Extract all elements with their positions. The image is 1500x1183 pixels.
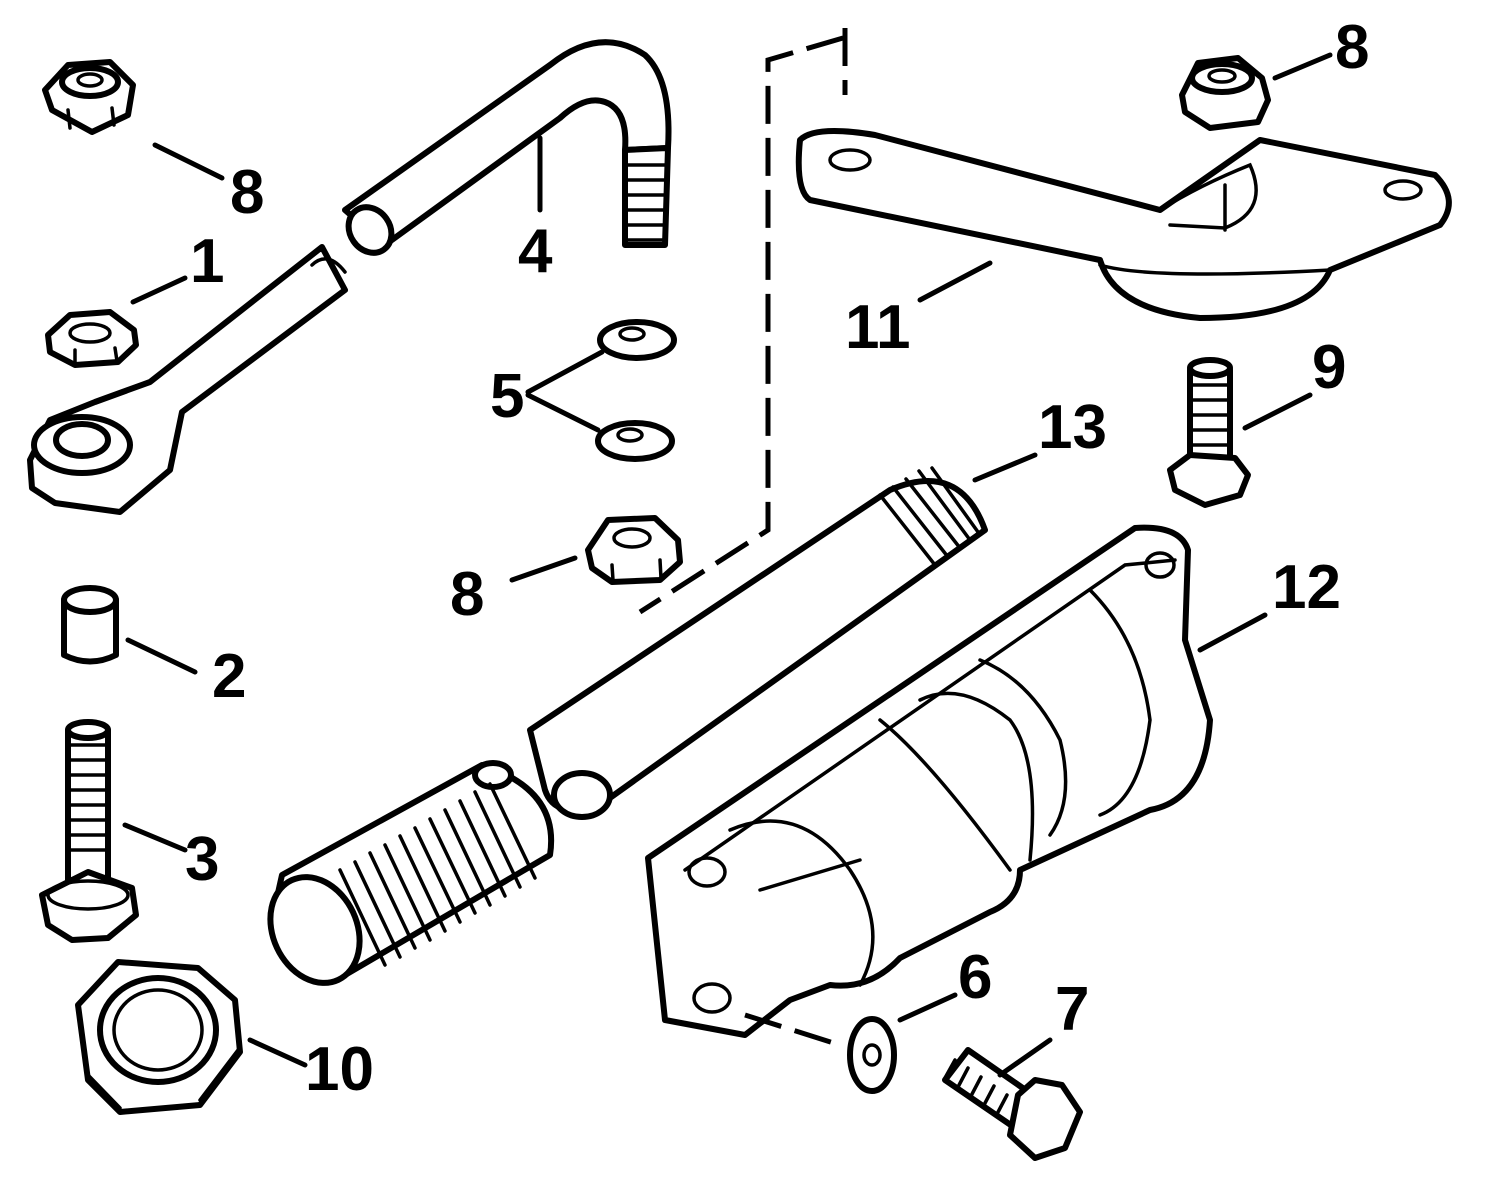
- locknut-center: [585, 515, 683, 585]
- steering-arm-part-11: [795, 128, 1452, 321]
- mounting-bracket-part-12: [645, 524, 1213, 1038]
- flange-bolt-part-3: [39, 719, 139, 943]
- washer-part-5-upper: [597, 319, 677, 361]
- steering-link-rod-part-4: [27, 39, 672, 515]
- callout-3: 3: [185, 825, 219, 894]
- washer-part-6: [847, 1016, 897, 1094]
- callout-2: 2: [212, 642, 246, 711]
- leader-lines: [122, 52, 1333, 1078]
- locknut-top-left: [42, 59, 136, 135]
- callout-1: 1: [190, 227, 224, 296]
- bolt-part-7: [942, 1047, 1083, 1161]
- callout-13: 13: [1038, 393, 1107, 462]
- callout-8-center: 8: [450, 560, 484, 629]
- callout-8-top-right: 8: [1335, 13, 1369, 82]
- locknut-top-right: [1179, 55, 1271, 131]
- threaded-tube-part-13: [267, 466, 988, 986]
- callout-7: 7: [1055, 975, 1089, 1044]
- callout-12: 12: [1272, 553, 1341, 622]
- callout-4: 4: [518, 217, 553, 286]
- assembly-dashed-line: [638, 28, 848, 615]
- callout-9: 9: [1312, 333, 1346, 402]
- hex-nut-part-1: [45, 309, 139, 368]
- callout-6: 6: [958, 943, 992, 1012]
- spacer-part-2: [61, 585, 119, 665]
- callout-10: 10: [305, 1035, 374, 1104]
- callout-8-top-left: 8: [230, 158, 264, 227]
- bolt-part-9: [1167, 357, 1251, 508]
- callout-11: 11: [845, 293, 911, 362]
- washer-part-5-lower: [595, 420, 675, 462]
- large-nut-part-10: [75, 959, 243, 1115]
- callout-5: 5: [490, 362, 524, 431]
